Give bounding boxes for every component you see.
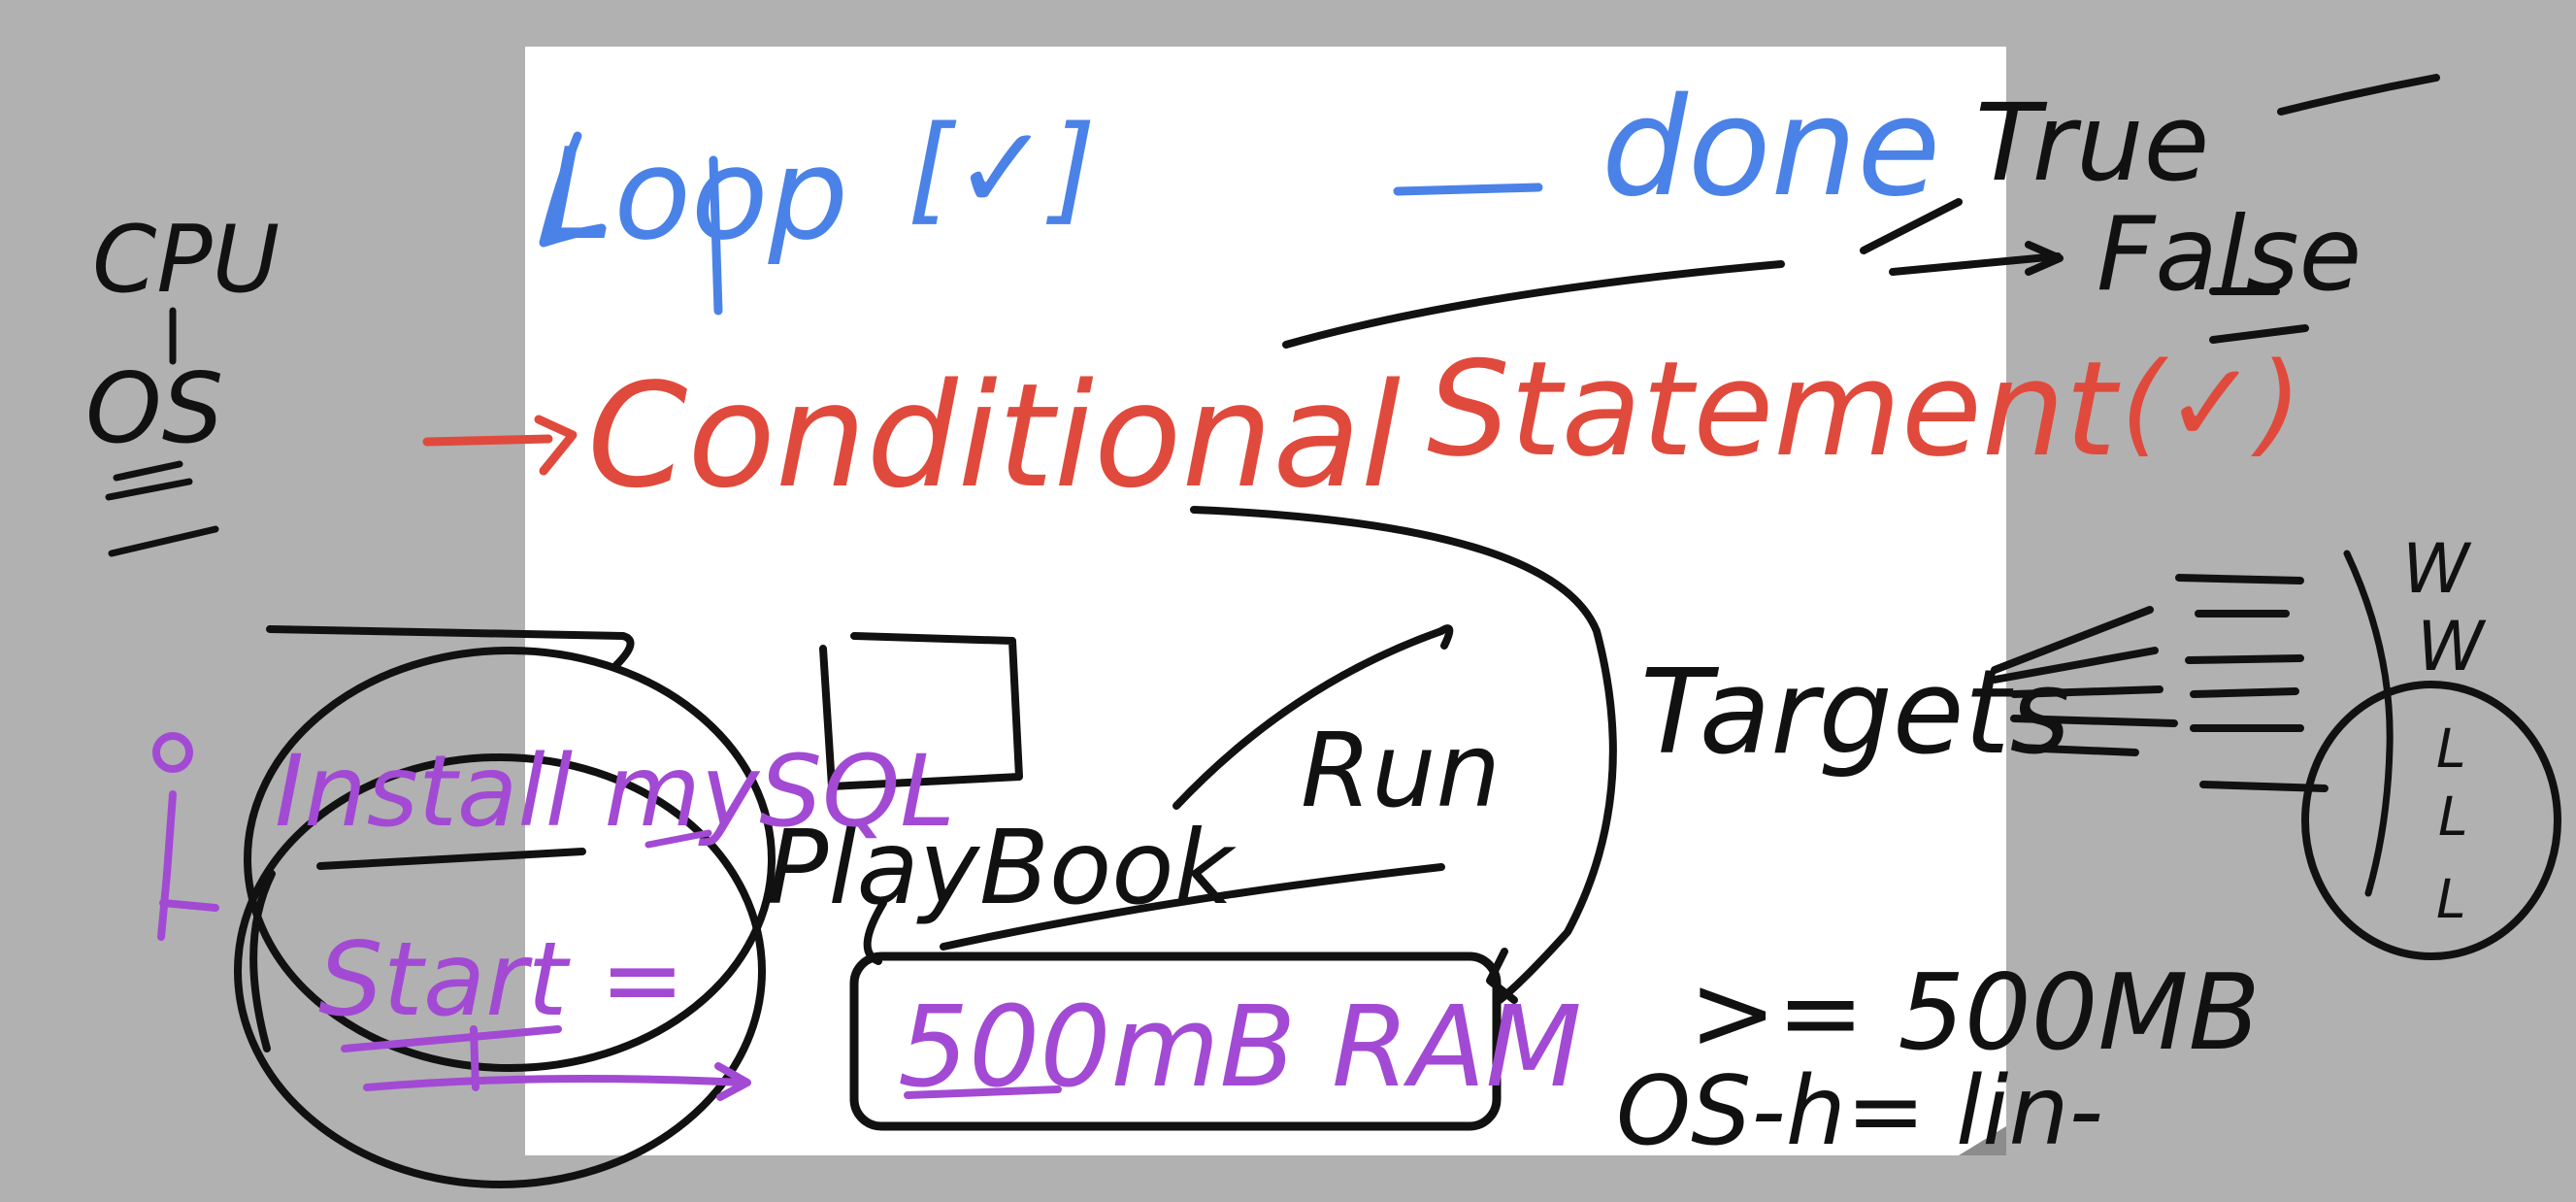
page-corner-fold [1959,1126,2006,1155]
page-sheet [525,47,2006,1155]
statement-check-text: (✓) [2121,339,2301,469]
start-text: Start = [318,920,685,1039]
l3-text: L [2436,868,2466,930]
conditional-text: Conditional [587,352,1401,519]
black-ink-group: True False CPU OS PlayBook Run [85,74,2561,1188]
w1-text: W [2402,529,2472,609]
done-text: done [1602,69,1940,227]
blue-ink-group: Loop [✓] done [539,69,1940,316]
loop-check-text: [✓] [908,102,1096,237]
loop-text: Loop [544,120,848,268]
w2-text: W [2417,607,2487,686]
ram-box [849,952,1502,1131]
cpu-text: CPU [92,207,280,314]
true-text: True [1975,81,2209,205]
purple-ink-group: Install mySQL Start = 500mB RAM [152,732,1582,1113]
red-ink-group: Conditional Statement (✓) [422,333,2301,519]
os-line-text: OS-h= lin- [1616,1056,2103,1167]
l2-text: L [2438,785,2468,848]
statement-text: Statement [1427,333,2121,485]
gte-text: >= 500MB [1689,952,2261,1074]
run-text: Run [1301,712,1501,830]
install-text: Install mySQL [275,734,955,850]
false-text: False [2097,195,2361,314]
os-text: OS [85,351,223,465]
l1-text: L [2436,718,2466,780]
